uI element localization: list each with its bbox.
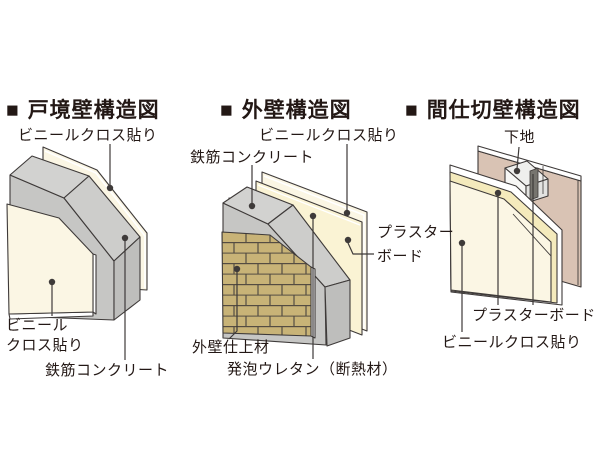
label-vinyl-cloth: ビニールクロス貼り bbox=[259, 127, 399, 144]
leader-lines bbox=[51, 144, 534, 360]
majikiri-wall-art bbox=[449, 145, 582, 306]
label-urethane-foam: 発泡ウレタン（断熱材） bbox=[227, 361, 398, 378]
label-vinyl-cloth: ビニールクロス貼り bbox=[442, 334, 582, 351]
label-plasterboard: プラスター ボード bbox=[377, 224, 455, 265]
label-vinyl-cloth-top: ビニールクロス貼り bbox=[18, 127, 158, 144]
label-vinyl-cloth-left: ビニール クロス貼り bbox=[6, 317, 84, 354]
diagram-title-tokyokabe: ■戸境壁構造図 bbox=[6, 99, 160, 122]
label-plasterboard: プラスターボード bbox=[472, 307, 596, 324]
square-bullet-icon: ■ bbox=[6, 99, 20, 122]
label-reinforced-concrete: 鉄筋コンクリート bbox=[45, 362, 170, 379]
label-reinforced-concrete: 鉄筋コンクリート bbox=[190, 149, 315, 166]
gaiheki-wall-art bbox=[221, 171, 368, 347]
label-exterior-finish: 外壁仕上材 bbox=[192, 339, 270, 356]
square-bullet-icon: ■ bbox=[405, 99, 419, 122]
leader-dots bbox=[48, 167, 521, 286]
square-bullet-icon: ■ bbox=[220, 99, 234, 122]
diagram-title-majikiri: ■間仕切壁構造図 bbox=[405, 99, 581, 122]
diagram-title-gaiheki: ■外壁構造図 bbox=[220, 99, 352, 122]
tokyokabe-wall-art bbox=[6, 146, 148, 321]
label-base-frame: 下地 bbox=[504, 129, 536, 146]
